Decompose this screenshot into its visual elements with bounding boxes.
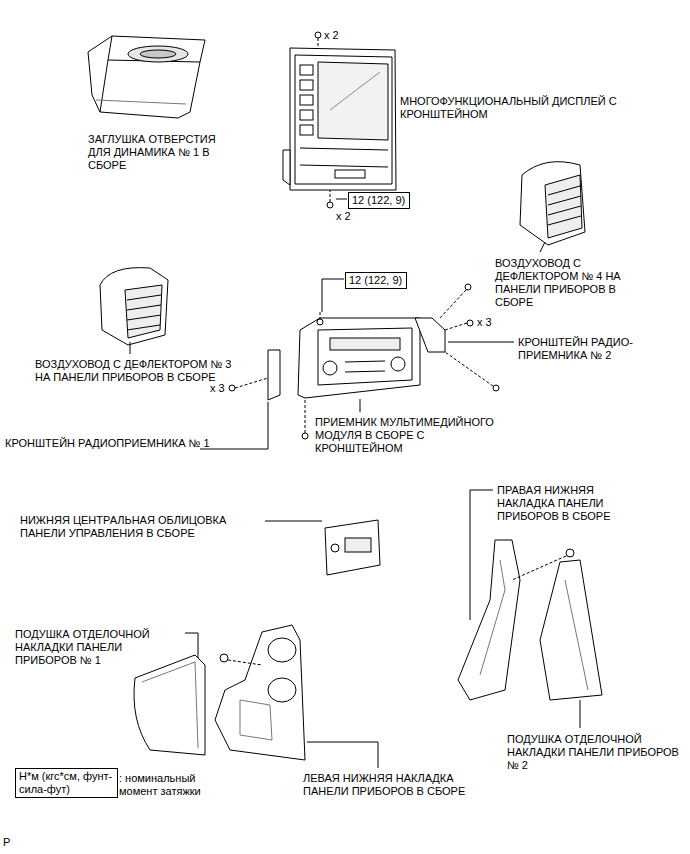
legend-note: : номинальный момент затяжки: [119, 772, 214, 798]
torque-box: 12 (122, 9): [345, 272, 407, 289]
speaker-cover: [88, 36, 205, 118]
part-label: ЗАГЛУШКА ОТВЕРСТИЯ ДЛЯ ДИНАМИКА № 1 В СБ…: [88, 133, 230, 172]
torque-legend-box: Н*м (кгс*см, фунт-сила-фут): [15, 768, 118, 798]
part-label: КРОНШТЕЙН РАДИОПРИЕМНИКА № 1: [5, 437, 220, 450]
multi-display: [283, 32, 396, 208]
torque-box: 12 (122, 9): [348, 192, 410, 209]
page-mark: P: [3, 836, 23, 849]
air-vent-3: [100, 268, 168, 354]
box-text: Н*м (кгс*см, фунт-сила-фут): [19, 770, 114, 796]
quantity-label: x 3: [477, 316, 517, 329]
part-label: МНОГОФУНКЦИОНАЛЬНЫЙ ДИСПЛЕЙ С КРОНШТЕЙНО…: [400, 95, 650, 121]
part-label: ПОДУШКА ОТДЕЛОЧНОЙ НАКЛАДКИ ПАНЕЛИ ПРИБО…: [15, 628, 185, 667]
part-label: ПРИЕМНИК МУЛЬТИМЕДИЙНОГО МОДУЛЯ В СБОРЕ …: [315, 416, 515, 455]
box-text: 12 (122, 9): [352, 194, 406, 207]
left-lower-panel: [215, 625, 378, 768]
part-label: НИЖНЯЯ ЦЕНТРАЛЬНАЯ ОБЛИЦОВКА ПАНЕЛИ УПРА…: [20, 514, 260, 540]
part-label: ВОЗДУХОВОД С ДЕФЛЕКТОРОМ № 4 НА ПАНЕЛИ П…: [495, 257, 645, 309]
quantity-label: x 2: [336, 210, 376, 223]
part-label: ПРАВАЯ НИЖНЯЯ НАКЛАДКА ПАНЕЛИ ПРИБОРОВ В…: [497, 484, 637, 523]
part-label: КРОНШТЕЙН РАДИО-ПРИЕМНИКА № 2: [518, 336, 668, 362]
quantity-label: x 3: [210, 382, 250, 395]
cushion-2: [540, 560, 602, 728]
quantity-label: x 2: [324, 29, 364, 42]
box-text: 12 (122, 9): [349, 274, 403, 287]
center-trim: [265, 520, 380, 575]
part-label: ВОЗДУХОВОД С ДЕФЛЕКТОРОМ № 3 НА ПАНЕЛИ П…: [35, 358, 240, 384]
air-vent-4: [520, 162, 585, 252]
part-label: ЛЕВАЯ НИЖНЯЯ НАКЛАДКА ПАНЕЛИ ПРИБОРОВ В …: [303, 772, 478, 798]
cushion-1: [134, 633, 205, 755]
part-label: ПОДУШКА ОТДЕЛОЧНОЙ НАКЛАДКИ ПАНЕЛИ ПРИБО…: [507, 733, 679, 772]
